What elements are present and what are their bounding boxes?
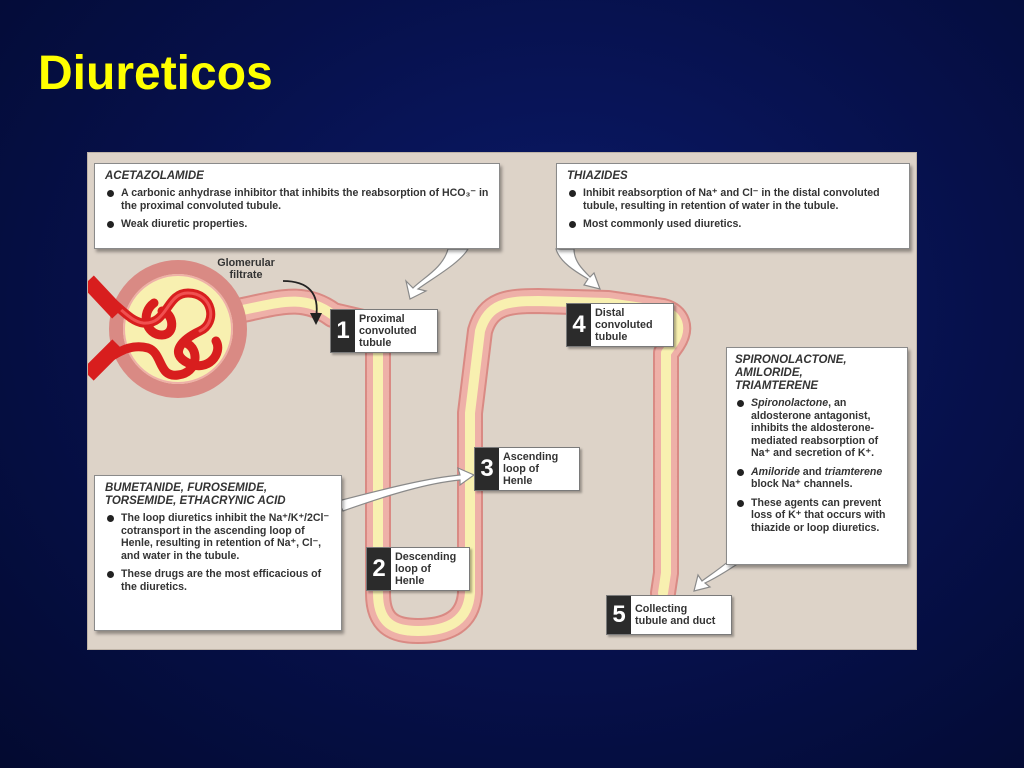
segment-tag-5: 5 Collecting tubule and duct [606, 595, 732, 635]
spironolactone-drug-name: Spironolactone [751, 397, 829, 409]
slide-title: Diureticos [38, 47, 273, 100]
acetazolamide-bullet: A carbonic anhydrase inhibitor that inhi… [105, 187, 489, 212]
spironolactone-bullet: Spironolactone, an aldosterone antagonis… [735, 397, 899, 460]
segment-number: 1 [331, 310, 355, 352]
potassium-bullet: These agents can prevent loss of K⁺ that… [735, 497, 899, 535]
acetazolamide-bullet: Weak diuretic properties. [105, 218, 489, 231]
spironolactone-box: SPIRONOLACTONE, AMILORIDE, TRIAMTERENE S… [726, 347, 908, 565]
filtrate-arrowhead [310, 313, 322, 325]
glomerular-filtrate-label: Glomerular filtrate [217, 257, 275, 281]
bumetanide-bullet: The loop diuretics inhibit the Na⁺/K⁺/2C… [105, 512, 331, 562]
amiloride-bullet: Amiloride and triamterene block Na⁺ chan… [735, 466, 899, 491]
acetazolamide-box: ACETAZOLAMIDE A carbonic anhydrase inhib… [94, 163, 500, 249]
segment-number: 3 [475, 448, 499, 490]
acetazolamide-heading: ACETAZOLAMIDE [105, 170, 204, 182]
thiazides-bullet: Inhibit reabsorption of Na⁺ and Cl⁻ in t… [567, 187, 899, 212]
segment-label: Ascending loop of Henle [503, 451, 559, 487]
segment-label: Proximal convoluted tubule [359, 313, 417, 349]
spironolactone-heading: SPIRONOLACTONE, AMILORIDE, TRIAMTERENE [735, 354, 847, 392]
thiazides-heading: THIAZIDES [567, 170, 628, 182]
spironolactone-bullet-text: , an aldosterone antagonist, inhibits th… [751, 397, 879, 459]
efferent-arteriole [88, 339, 124, 381]
callout-pointer-bumetanide [337, 466, 476, 512]
triamterene-drug-name: triamterene [824, 465, 883, 478]
amiloride-drug-name: Amiloride [751, 465, 800, 478]
segment-number: 2 [367, 548, 391, 590]
segment-tag-3: 3 Ascending loop of Henle [474, 447, 580, 491]
thiazides-bullet: Most commonly used diuretics. [567, 218, 899, 231]
bowman-capsule-inner [123, 274, 233, 384]
segment-tag-4: 4 Distal convoluted tubule [566, 303, 674, 347]
nephron-diagram: Glomerular filtrate ACETAZOLAMIDE A carb… [87, 152, 917, 650]
segment-label: Descending loop of Henle [395, 551, 457, 587]
segment-number: 5 [607, 596, 631, 634]
bumetanide-heading: BUMETANIDE, FUROSEMIDE, TORSEMIDE, ETHAC… [105, 482, 286, 507]
callout-pointer-thiazides [555, 248, 601, 290]
glomerulus-vessel-highlight [96, 291, 213, 333]
thiazides-box: THIAZIDES Inhibit reabsorption of Na⁺ an… [556, 163, 910, 249]
segment-number: 4 [567, 304, 591, 346]
callout-pointer-acetazolamide [404, 248, 470, 300]
bumetanide-box: BUMETANIDE, FUROSEMIDE, TORSEMIDE, ETHAC… [94, 475, 342, 631]
segment-label: Collecting tubule and duct [635, 603, 716, 627]
segment-tag-1: 1 Proximal convoluted tubule [330, 309, 438, 353]
segment-label: Distal convoluted tubule [595, 307, 653, 343]
filtrate-arrow [282, 280, 318, 319]
amiloride-conjunction: and [799, 465, 825, 478]
amiloride-bullet-text: block Na⁺ channels. [751, 478, 853, 490]
afferent-arteriole [88, 275, 124, 319]
segment-tag-2: 2 Descending loop of Henle [366, 547, 470, 591]
bumetanide-bullet: These drugs are the most efficacious of … [105, 568, 331, 593]
